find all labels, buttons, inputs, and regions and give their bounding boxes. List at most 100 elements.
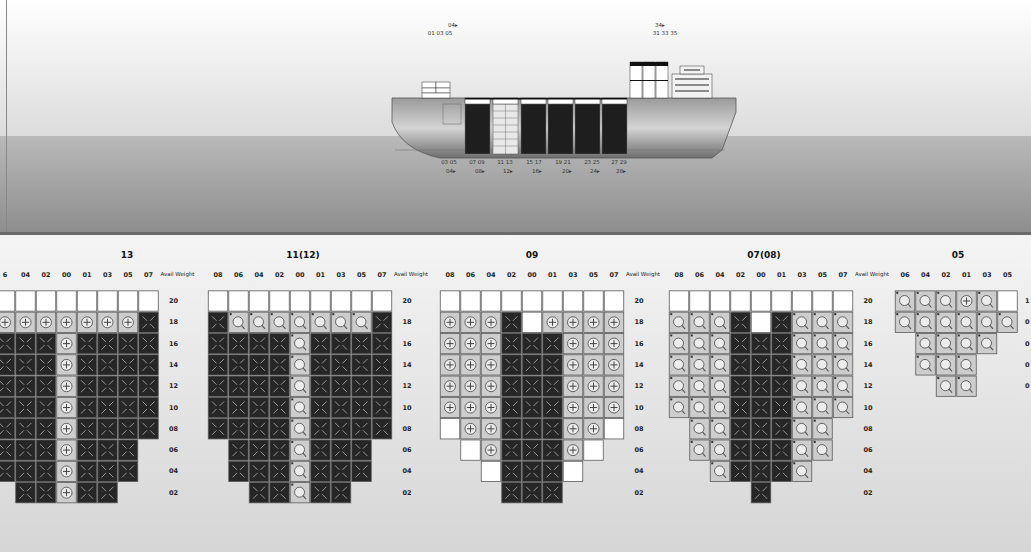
slot-cell — [36, 333, 56, 353]
plus-symbol — [125, 319, 132, 326]
slot-cell — [77, 440, 97, 460]
slot-cell — [584, 376, 604, 396]
corner-dot — [291, 334, 293, 336]
slot-cell — [331, 333, 351, 353]
column-number: 04 — [254, 272, 263, 279]
slot-cell — [98, 333, 118, 353]
slot-cell — [311, 440, 331, 460]
slot-cell — [249, 291, 269, 311]
corner-dot — [353, 313, 355, 315]
corner-dot — [793, 334, 795, 336]
slot-cell — [543, 333, 563, 353]
reefer-symbol — [908, 325, 911, 329]
slot-cell — [57, 461, 77, 481]
loaded-mark — [122, 338, 134, 350]
slot-cell — [751, 461, 771, 481]
slot-cell — [710, 440, 730, 460]
reefer-symbol — [805, 411, 808, 415]
corner-dot — [978, 313, 980, 315]
slot-cell — [139, 397, 159, 417]
slot-cell — [440, 333, 460, 353]
column-number: 05 — [123, 272, 132, 279]
column-number: 04 — [21, 272, 30, 279]
tier-number: 04 — [634, 468, 643, 475]
bay-number: 15 17 — [526, 160, 542, 166]
slot-cell — [270, 461, 290, 481]
slot-cell — [372, 419, 392, 439]
loaded-mark — [40, 423, 52, 435]
slot-cell — [522, 312, 542, 332]
loaded-mark — [122, 402, 134, 414]
slot-cell — [563, 333, 583, 353]
reefer-symbol — [723, 347, 726, 351]
plus-symbol — [488, 404, 495, 411]
loaded-mark — [0, 444, 11, 456]
slot-cell — [936, 355, 956, 375]
loaded-mark — [212, 316, 224, 328]
plus-symbol — [488, 425, 495, 432]
corner-dot — [291, 462, 293, 464]
reefer-symbol — [303, 474, 306, 478]
column-number: 07 — [144, 272, 153, 279]
slot-cell — [270, 440, 290, 460]
corner-dot — [834, 356, 836, 358]
corner-dot — [958, 313, 960, 315]
bay-title: 13 — [121, 251, 134, 260]
tier-number: 0 — [1025, 319, 1030, 326]
slot-cell — [57, 397, 77, 417]
plus-symbol — [22, 319, 29, 326]
loaded-mark — [0, 338, 11, 350]
column-number: 01 — [316, 272, 325, 279]
reefer-symbol — [703, 325, 706, 329]
loaded-mark — [755, 465, 767, 477]
slot-cell — [440, 312, 460, 332]
loaded-mark — [526, 444, 538, 456]
slot-cell — [229, 440, 249, 460]
loaded-mark — [20, 380, 32, 392]
reefer-symbol — [703, 411, 706, 415]
corner-dot — [958, 377, 960, 379]
slot-cell — [311, 461, 331, 481]
loaded-mark — [274, 338, 286, 350]
slot-cell — [461, 291, 481, 311]
loaded-mark — [102, 423, 114, 435]
plus-symbol — [465, 402, 476, 413]
slot-cell — [440, 397, 460, 417]
plus-symbol — [588, 381, 599, 392]
slot-cell — [16, 483, 36, 503]
tier-number: 20 — [634, 298, 643, 305]
loaded-mark — [122, 380, 134, 392]
slot-cell — [751, 440, 771, 460]
loaded-mark — [735, 338, 747, 350]
loaded-mark — [233, 359, 245, 371]
slot-cell — [77, 419, 97, 439]
slot-cell — [249, 461, 269, 481]
slot-cell — [669, 312, 689, 332]
reefer-symbol — [723, 368, 726, 372]
bay-number: 07 09 — [469, 160, 485, 166]
plus-symbol — [588, 402, 599, 413]
corner-dot — [814, 356, 816, 358]
corner-dot — [711, 462, 713, 464]
slot-cell — [57, 355, 77, 375]
plus-symbol — [104, 319, 111, 326]
column-number: 01 — [962, 272, 971, 279]
slot-cell — [36, 312, 56, 332]
tier-number: 06 — [634, 447, 643, 454]
loaded-mark — [735, 380, 747, 392]
slot-cell — [710, 461, 730, 481]
loaded-mark — [40, 402, 52, 414]
reefer-symbol — [846, 411, 849, 415]
column-number: 00 — [62, 272, 71, 279]
slot-cell — [270, 291, 290, 311]
loaded-mark — [356, 465, 368, 477]
slot-cell — [584, 397, 604, 417]
plus-symbol — [588, 423, 599, 434]
slot-cell — [772, 376, 792, 396]
slot-cell — [710, 419, 730, 439]
slot-cell — [563, 291, 583, 311]
reefer-symbol — [324, 325, 327, 329]
slot-cell — [481, 397, 501, 417]
slot-cell — [36, 419, 56, 439]
loaded-mark — [20, 444, 32, 456]
